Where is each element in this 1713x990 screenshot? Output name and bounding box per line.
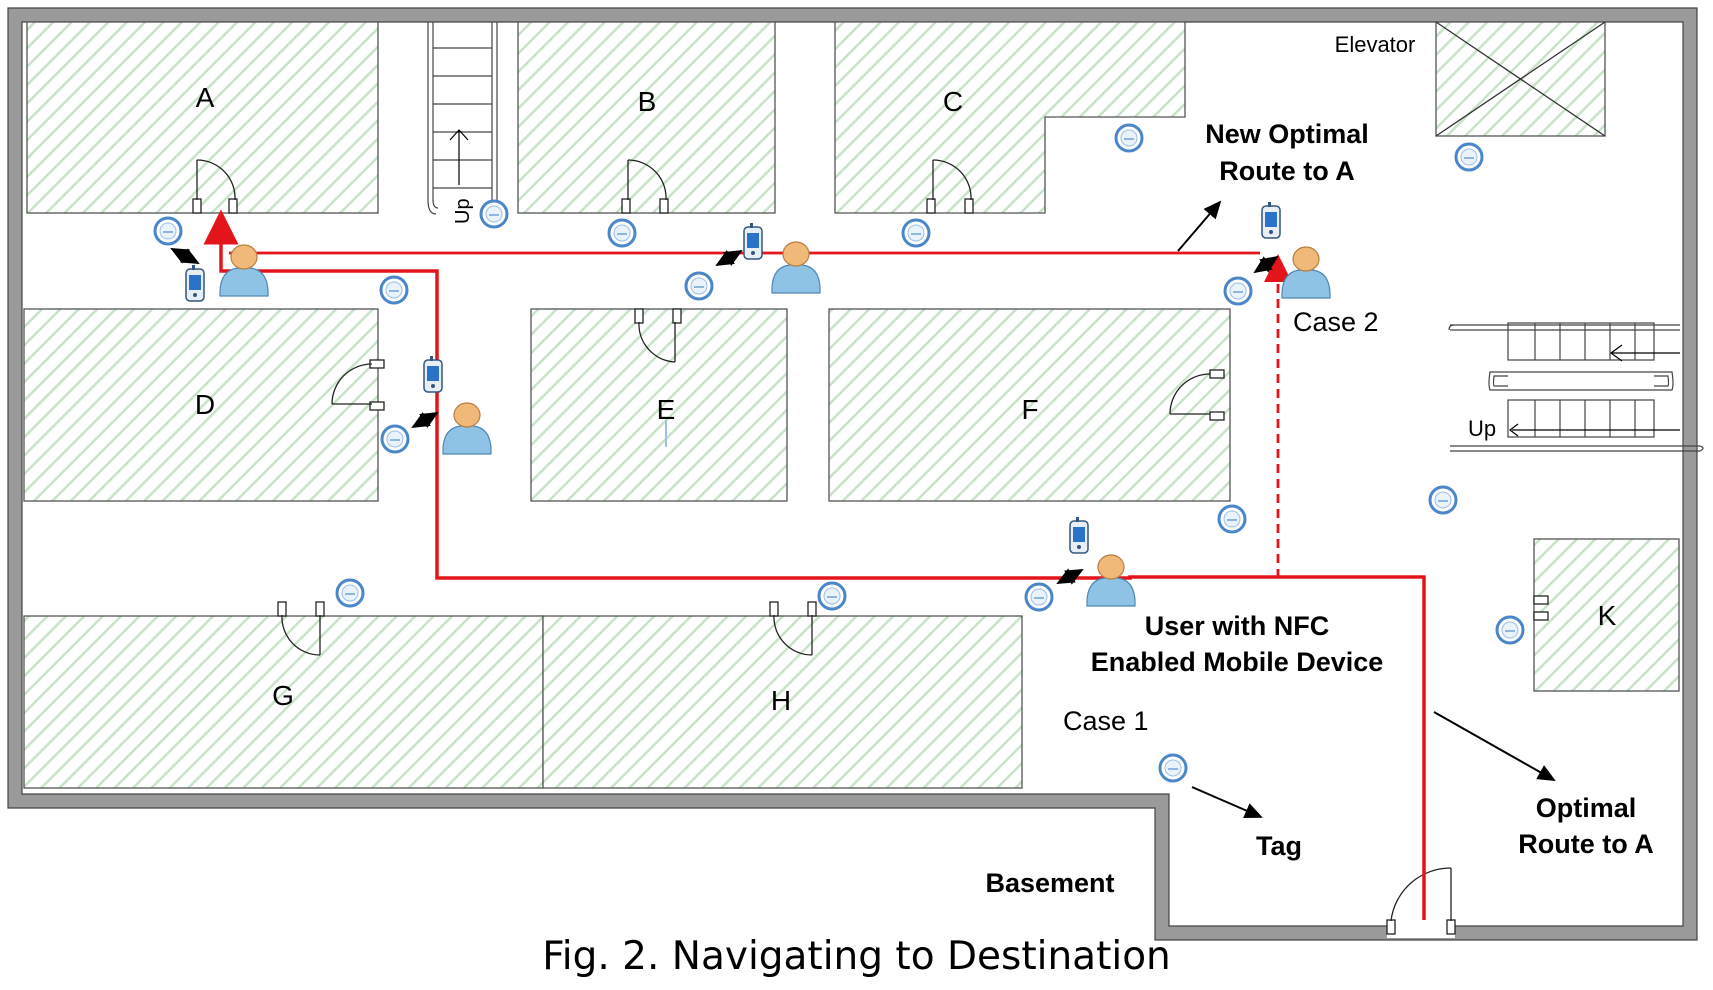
building-wall [8,8,1697,940]
basement-label: Basement [985,868,1114,898]
user-label-2: Enabled Mobile Device [1091,647,1384,677]
case2-label: Case 2 [1293,307,1379,337]
stairs-up-label-right: Up [1468,416,1496,441]
optimal-route [203,209,1426,920]
room-h [542,615,1023,789]
room-b [517,21,776,214]
room-label-d: D [195,389,215,420]
room-label-b: B [638,86,657,117]
room-g [23,615,544,789]
case1-label: Case 1 [1063,706,1149,736]
room-f [828,308,1231,502]
room-label-e: E [657,394,676,425]
new-route-label-2: Route to A [1219,156,1354,186]
user-label-1: User with NFC [1145,611,1330,641]
room-label-c: C [943,86,963,117]
nfc-link-arrows [170,248,1279,585]
tag-label: Tag [1256,831,1302,861]
optimal-route-label-1: Optimal [1536,793,1637,823]
room-c [834,21,1186,214]
stairs-up-label-left: Up [452,198,474,224]
room-e [530,308,788,502]
room-k [1533,538,1680,692]
figure-caption: Fig. 2. Navigating to Destination [542,934,1171,979]
room-label-h: H [771,685,791,716]
room-label-k: K [1598,600,1617,631]
room-a [26,21,379,214]
optimal-route-label-2: Route to A [1518,829,1653,859]
room-label-f: F [1021,394,1038,425]
elevator-label: Elevator [1335,32,1416,57]
stairs-icon [1448,322,1704,452]
door-icon [192,159,1549,935]
stairs-icon [427,22,498,215]
room-label-g: G [272,680,294,711]
room-label-a: A [196,82,215,113]
callout-arrows [1177,200,1556,818]
elevator-icon [1435,21,1606,137]
new-route-label-1: New Optimal [1205,119,1369,149]
